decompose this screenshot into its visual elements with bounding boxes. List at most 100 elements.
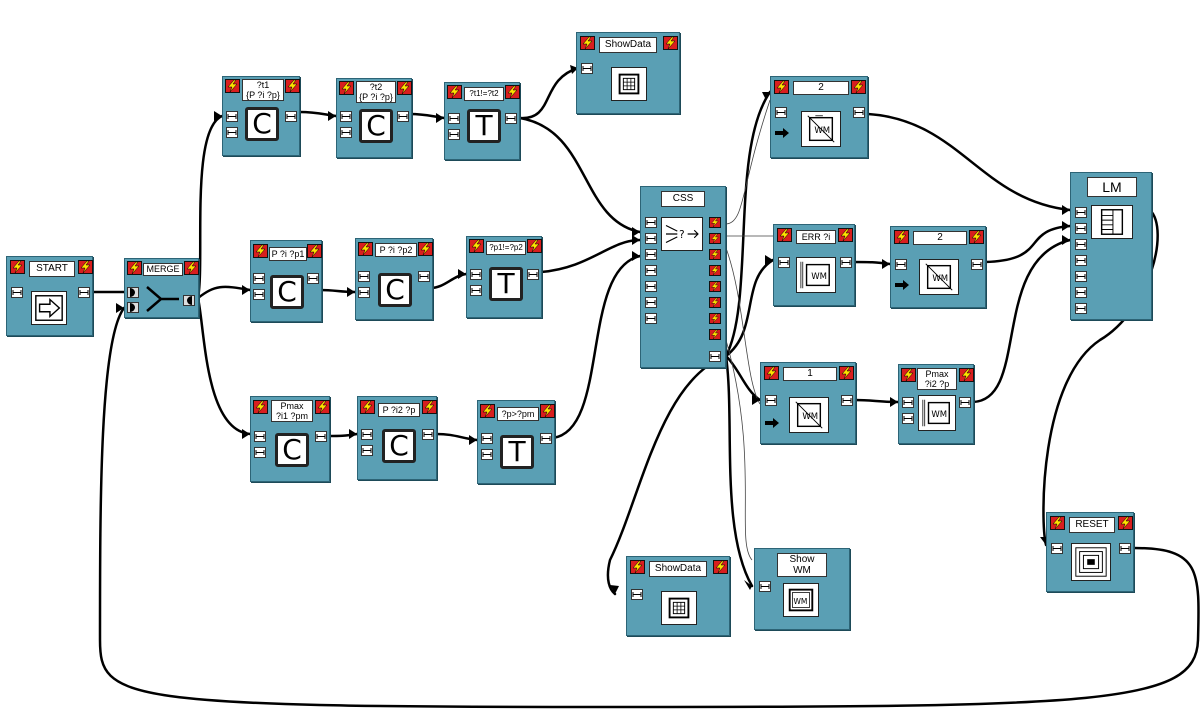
trigger-bolt-icon[interactable] bbox=[838, 228, 853, 242]
reset-node[interactable]: RESET bbox=[1046, 512, 1134, 592]
trigger-bolt-icon[interactable] bbox=[307, 244, 322, 258]
input-port-1[interactable] bbox=[361, 429, 373, 440]
input-port-2[interactable] bbox=[481, 449, 493, 460]
input-port-6[interactable] bbox=[1075, 287, 1087, 298]
condition-node[interactable]: P ?i ?p1 C bbox=[250, 240, 322, 322]
output-port[interactable] bbox=[840, 257, 852, 268]
input-port[interactable] bbox=[765, 395, 777, 406]
input-port-2[interactable] bbox=[340, 127, 352, 138]
input-port-7[interactable] bbox=[645, 313, 657, 324]
trigger-bolt-icon[interactable] bbox=[901, 368, 916, 382]
input-port-2[interactable] bbox=[1075, 223, 1087, 234]
trigger-bolt-icon[interactable] bbox=[969, 230, 984, 244]
trigger-bolt-icon[interactable] bbox=[315, 400, 330, 414]
input-port[interactable] bbox=[775, 107, 787, 118]
input-port-4[interactable] bbox=[645, 265, 657, 276]
output-port[interactable] bbox=[853, 107, 865, 118]
output-bolt-6[interactable] bbox=[709, 297, 721, 308]
output-port[interactable] bbox=[422, 429, 434, 440]
trigger-bolt-icon[interactable] bbox=[580, 36, 595, 50]
arrow-input-icon[interactable] bbox=[765, 415, 779, 428]
input-port-1[interactable] bbox=[358, 271, 370, 282]
input-port-2[interactable] bbox=[470, 285, 482, 296]
input-port-6[interactable] bbox=[645, 297, 657, 308]
arrow-input-icon[interactable] bbox=[775, 125, 789, 138]
input-port-7[interactable] bbox=[1075, 303, 1087, 314]
trigger-bolt-icon[interactable] bbox=[360, 400, 375, 414]
output-bolt-8[interactable] bbox=[709, 329, 721, 340]
input-port-2[interactable] bbox=[254, 447, 266, 458]
trigger-bolt-icon[interactable] bbox=[253, 400, 268, 414]
input-port-1[interactable] bbox=[645, 217, 657, 228]
input-port-1[interactable] bbox=[1075, 207, 1087, 218]
wm-modify-node[interactable]: 1 WM bbox=[760, 362, 856, 444]
trigger-bolt-icon[interactable] bbox=[397, 81, 412, 95]
input-port-1[interactable] bbox=[253, 273, 265, 284]
merge-node[interactable]: MERGE bbox=[124, 258, 199, 318]
trigger-bolt-icon[interactable] bbox=[225, 79, 240, 93]
input-port[interactable] bbox=[581, 63, 593, 74]
input-port-1[interactable] bbox=[226, 111, 238, 122]
err-node[interactable]: ERR ?i WM bbox=[773, 224, 855, 306]
condition-node[interactable]: P ?i2 ?p C bbox=[357, 396, 437, 480]
condition-node[interactable]: ?t1 {P ?i ?p} C bbox=[222, 76, 300, 156]
output-port[interactable] bbox=[307, 273, 319, 284]
input-port-3[interactable] bbox=[645, 249, 657, 260]
input-port-2[interactable] bbox=[448, 129, 460, 140]
output-port[interactable] bbox=[971, 259, 983, 270]
output-port[interactable] bbox=[183, 295, 195, 306]
input-port-2[interactable] bbox=[127, 302, 139, 313]
input-port-2[interactable] bbox=[902, 413, 914, 424]
condition-node[interactable]: Pmax ?i1 ?pm C bbox=[250, 396, 330, 482]
condition-node[interactable]: P ?i ?p2 C bbox=[355, 238, 433, 320]
output-bolt-2[interactable] bbox=[709, 233, 721, 244]
input-port-2[interactable] bbox=[645, 233, 657, 244]
trigger-bolt-icon[interactable] bbox=[253, 244, 268, 258]
output-port[interactable] bbox=[527, 269, 539, 280]
input-port[interactable] bbox=[631, 589, 643, 600]
input-port-2[interactable] bbox=[226, 127, 238, 138]
lm-node[interactable]: LM bbox=[1070, 172, 1152, 320]
trigger-bolt-icon[interactable] bbox=[480, 404, 495, 418]
css-node[interactable]: CSS ? bbox=[640, 186, 726, 368]
arrow-input-icon[interactable] bbox=[895, 277, 909, 290]
trigger-bolt-icon[interactable] bbox=[469, 239, 484, 253]
input-port-1[interactable] bbox=[902, 397, 914, 408]
trigger-bolt-icon[interactable] bbox=[774, 80, 789, 94]
trigger-bolt-icon[interactable] bbox=[851, 80, 866, 94]
input-port[interactable] bbox=[778, 257, 790, 268]
input-port-1[interactable] bbox=[470, 269, 482, 280]
trigger-bolt-icon[interactable] bbox=[540, 404, 555, 418]
input-port-5[interactable] bbox=[645, 281, 657, 292]
wm-modify-node[interactable]: 2 WM bbox=[770, 76, 868, 158]
trigger-bolt-icon[interactable] bbox=[78, 260, 93, 274]
input-port-2[interactable] bbox=[361, 445, 373, 456]
input-port-1[interactable] bbox=[340, 111, 352, 122]
trigger-bolt-icon[interactable] bbox=[184, 261, 199, 275]
trigger-bolt-icon[interactable] bbox=[527, 239, 542, 253]
trigger-bolt-icon[interactable] bbox=[505, 85, 520, 99]
show-wm-node[interactable]: Show WM WM bbox=[754, 548, 850, 630]
output-port[interactable] bbox=[841, 395, 853, 406]
input-port-5[interactable] bbox=[1075, 271, 1087, 282]
show-data-node[interactable]: ShowData bbox=[626, 556, 730, 636]
input-port-1[interactable] bbox=[254, 431, 266, 442]
output-bolt-7[interactable] bbox=[709, 313, 721, 324]
pmax-node[interactable]: Pmax ?i2 ?p WM bbox=[898, 364, 974, 444]
trigger-bolt-icon[interactable] bbox=[1050, 516, 1065, 530]
trigger-bolt-icon[interactable] bbox=[959, 368, 974, 382]
test-node[interactable]: ?p>?pm T bbox=[477, 400, 555, 484]
trigger-bolt-icon[interactable] bbox=[777, 228, 792, 242]
output-port[interactable] bbox=[540, 433, 552, 444]
output-port[interactable] bbox=[78, 287, 90, 298]
output-port[interactable] bbox=[418, 271, 430, 282]
trigger-bolt-icon[interactable] bbox=[358, 242, 373, 256]
show-data-node[interactable]: ShowData bbox=[576, 32, 680, 114]
output-bolt-1[interactable] bbox=[709, 217, 721, 228]
input-port[interactable] bbox=[895, 259, 907, 270]
output-bolt-4[interactable] bbox=[709, 265, 721, 276]
input-port[interactable] bbox=[759, 581, 771, 592]
input-port[interactable] bbox=[11, 287, 23, 298]
trigger-bolt-icon[interactable] bbox=[447, 85, 462, 99]
trigger-bolt-icon[interactable] bbox=[1118, 516, 1133, 530]
